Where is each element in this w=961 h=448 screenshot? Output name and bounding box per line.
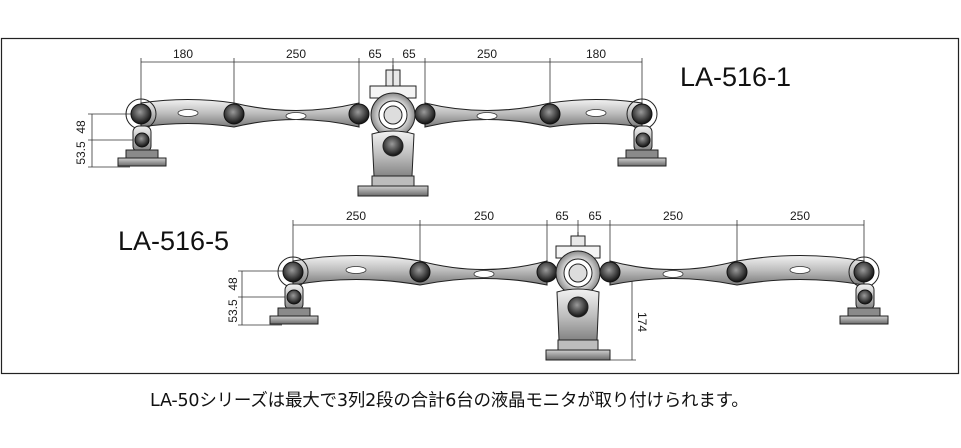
diagram-border bbox=[0, 37, 960, 375]
dim-65-a: 65 bbox=[555, 209, 569, 223]
model-label-la-516-1: LA-516-1 bbox=[680, 62, 791, 92]
dim-250-right: 250 bbox=[477, 47, 497, 61]
caption-text: LA-50シリーズは最大で3列2段の合計6台の液晶モニタが取り付けられます。 bbox=[150, 391, 749, 411]
dim-48-b: 48 bbox=[226, 277, 240, 291]
dim-250-c: 250 bbox=[663, 209, 683, 223]
model-label-la-516-5: LA-516-5 bbox=[118, 226, 229, 256]
dim-53-5-b: 53.5 bbox=[226, 299, 240, 323]
dim-174: 174 bbox=[635, 312, 649, 332]
dim-65-left: 65 bbox=[368, 47, 382, 61]
dim-250-left: 250 bbox=[286, 47, 306, 61]
dim-65-b: 65 bbox=[588, 209, 602, 223]
dim-250-b: 250 bbox=[474, 209, 494, 223]
dim-250-d: 250 bbox=[790, 209, 810, 223]
mount-la-516-1: 180 250 65 65 250 180 48 53.5 bbox=[74, 47, 791, 197]
dim-180-right: 180 bbox=[586, 47, 606, 61]
dim-180-left: 180 bbox=[173, 47, 193, 61]
mount-la-516-5: 250 250 65 65 250 250 48 53.5 174 bbox=[118, 209, 889, 361]
dim-250-a: 250 bbox=[346, 209, 366, 223]
dim-65-right: 65 bbox=[402, 47, 416, 61]
dim-48: 48 bbox=[74, 120, 88, 134]
dim-53-5: 53.5 bbox=[74, 141, 88, 165]
